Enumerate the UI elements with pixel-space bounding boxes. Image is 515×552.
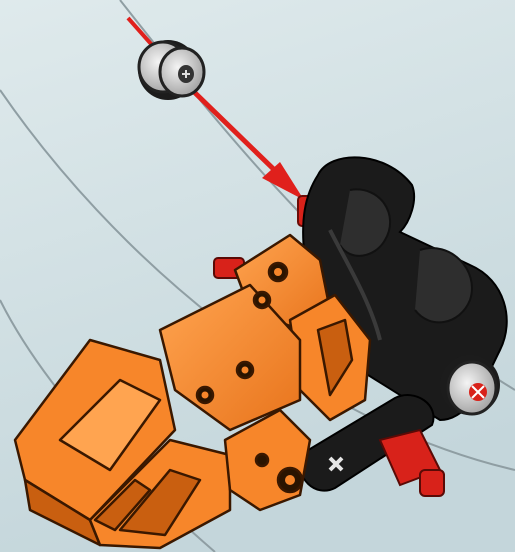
grey-bush-right (440, 355, 500, 415)
